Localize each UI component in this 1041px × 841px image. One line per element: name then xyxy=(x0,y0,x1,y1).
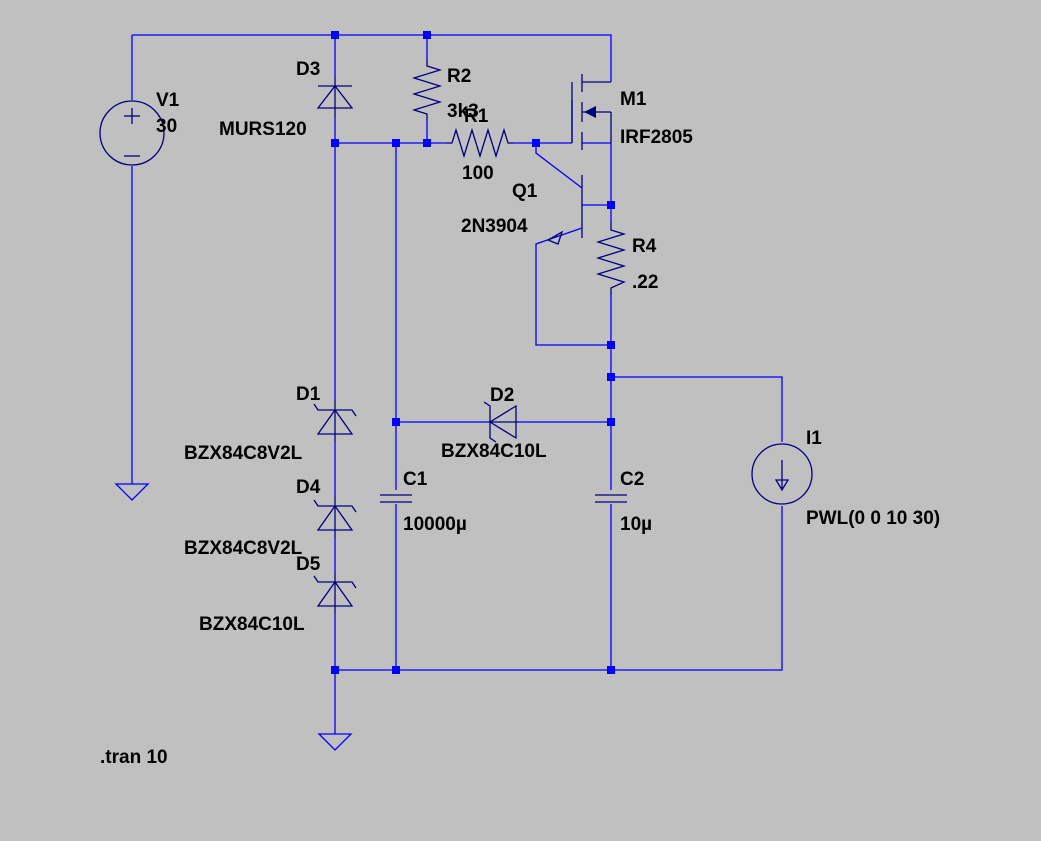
m1-value-label: IRF2805 xyxy=(620,127,693,148)
junction-dot xyxy=(392,418,400,426)
c2-value-label: 10µ xyxy=(620,514,652,535)
r1-resistor[interactable] xyxy=(446,127,514,159)
r4-value-label: .22 xyxy=(632,272,658,293)
d2-zener-diode[interactable] xyxy=(483,401,518,443)
r2-value-label: 3k3 xyxy=(447,101,479,122)
r4-resistor[interactable] xyxy=(595,222,627,295)
ground-symbol-left[interactable] xyxy=(114,483,150,501)
d4-zener-diode[interactable] xyxy=(313,496,357,538)
wire-i1-bottom[interactable] xyxy=(335,506,783,671)
junction-dot xyxy=(423,31,431,39)
junction-dot xyxy=(331,31,339,39)
m1-mosfet[interactable] xyxy=(571,74,612,150)
junction-dot xyxy=(607,418,615,426)
junction-dot xyxy=(607,341,615,349)
junction-dot xyxy=(392,666,400,674)
i1-ref-label: I1 xyxy=(806,428,822,449)
c1-value-label: 10000µ xyxy=(403,514,467,535)
c1-ref-label: C1 xyxy=(403,469,428,490)
d5-ref-label: D5 xyxy=(296,554,321,575)
q1-value-label: 2N3904 xyxy=(461,216,528,237)
c2-capacitor[interactable] xyxy=(595,494,627,503)
q1-ref-label: Q1 xyxy=(512,181,538,202)
junction-dots xyxy=(331,31,615,674)
i1-current-source[interactable] xyxy=(751,443,813,505)
c2-ref-label: C2 xyxy=(620,469,644,490)
c1-capacitor[interactable] xyxy=(380,494,412,503)
m1-ref-label: M1 xyxy=(620,89,647,110)
v1-voltage-source[interactable] xyxy=(99,100,165,166)
r2-ref-label: R2 xyxy=(447,66,471,87)
wire-q1-collector[interactable] xyxy=(535,143,583,189)
d3-value-label: MURS120 xyxy=(219,119,307,140)
d5-value-label: BZX84C10L xyxy=(199,614,305,635)
junction-dot xyxy=(392,139,400,147)
junction-dot xyxy=(331,666,339,674)
junction-dot xyxy=(607,201,615,209)
v1-value-label: 30 xyxy=(156,116,177,137)
d3-diode[interactable] xyxy=(316,76,354,118)
tran-directive[interactable]: .tran 10 xyxy=(100,747,168,768)
d1-ref-label: D1 xyxy=(296,384,321,405)
junction-dot xyxy=(331,139,339,147)
junction-dot xyxy=(532,139,540,147)
ground-symbol-bottom[interactable] xyxy=(317,733,353,751)
r1-ref-label: R1 xyxy=(464,106,489,127)
d4-value-label: BZX84C8V2L xyxy=(184,538,303,559)
d1-zener-diode[interactable] xyxy=(313,400,357,442)
d2-value-label: BZX84C10L xyxy=(441,441,547,462)
wire-q1-emitter[interactable] xyxy=(535,227,611,346)
v1-ref-label: V1 xyxy=(156,90,180,111)
r4-ref-label: R4 xyxy=(632,236,657,257)
q1-npn-transistor[interactable] xyxy=(546,175,583,245)
r2-resistor[interactable] xyxy=(411,58,443,120)
junction-dot xyxy=(423,139,431,147)
d5-zener-diode[interactable] xyxy=(313,572,357,614)
r1-value-label: 100 xyxy=(462,163,494,184)
i1-value-label: PWL(0 0 10 30) xyxy=(806,508,940,529)
wire-i1-top[interactable] xyxy=(611,376,783,442)
d1-value-label: BZX84C8V2L xyxy=(184,443,303,464)
junction-dot xyxy=(607,373,615,381)
wire-top-rail[interactable] xyxy=(132,34,612,82)
d3-ref-label: D3 xyxy=(296,59,320,80)
d2-ref-label: D2 xyxy=(490,385,514,406)
d4-ref-label: D4 xyxy=(296,477,321,498)
junction-dot xyxy=(607,666,615,674)
